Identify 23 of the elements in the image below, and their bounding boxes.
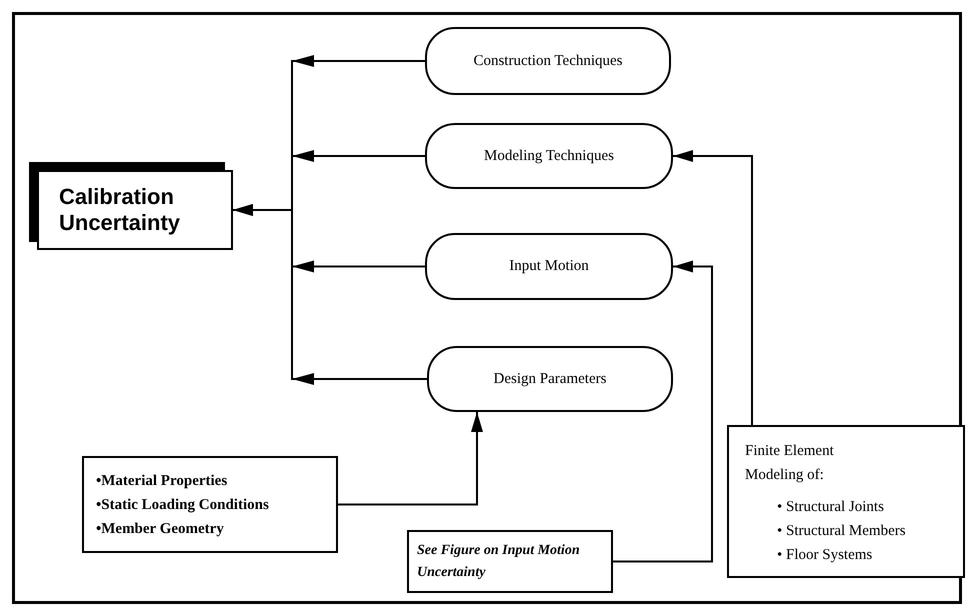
node-label: Modeling Techniques bbox=[484, 146, 614, 166]
arrow bbox=[338, 412, 483, 506]
note-text: See Figure on Input Motion Uncertainty bbox=[417, 542, 581, 582]
list-box bbox=[727, 425, 965, 578]
process-pill bbox=[425, 123, 673, 189]
node-label: Design Parameters bbox=[494, 370, 606, 389]
node-label: Input Motion bbox=[509, 257, 589, 276]
process-pill bbox=[427, 346, 673, 412]
arrow bbox=[613, 260, 713, 562]
list-heading: Finite Element Modeling of: bbox=[745, 442, 835, 485]
process-pill bbox=[425, 27, 671, 95]
bullet-item: • Floor Systems bbox=[776, 546, 874, 565]
list-box bbox=[82, 456, 338, 553]
process-pill bbox=[425, 233, 673, 300]
bullet-item: •Member Geometry bbox=[96, 520, 225, 538]
arrow bbox=[673, 150, 753, 425]
node-label: Construction Techniques bbox=[473, 52, 623, 71]
note-box bbox=[407, 530, 613, 593]
bullet-item: •Static Loading Conditions bbox=[96, 496, 270, 514]
bullet-item: •Material Properties bbox=[96, 472, 228, 490]
bullet-item: • Structural Joints bbox=[776, 498, 885, 517]
bullet-item: • Structural Members bbox=[776, 522, 907, 541]
title-text: Calibration Uncertainty bbox=[59, 184, 182, 236]
